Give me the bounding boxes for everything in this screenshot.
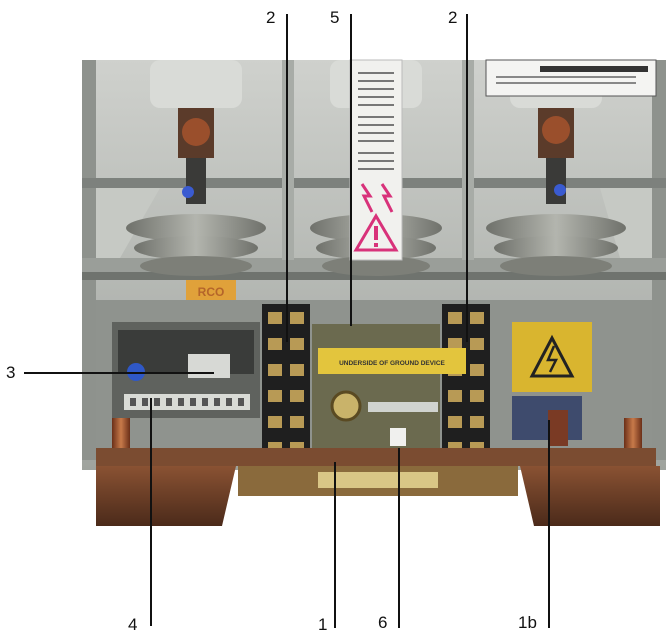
copper-contact-left [112,418,130,454]
auxiliary-contact-block [112,322,260,418]
orange-sticker-text: RCO [198,285,225,299]
rating-plate [485,59,657,97]
leader-line-5 [350,14,352,326]
callout-label-1b: 1b [518,613,537,632]
leader-line-1b [548,420,550,628]
yellow-tag-text: UNDERSIDE OF GROUND DEVICE [339,360,445,367]
operating-linkage-right [512,396,582,446]
leader-line-2-left [286,14,288,342]
leader-line-1 [334,462,336,628]
leader-line-3 [24,372,214,374]
leader-line-6 [398,448,400,628]
callout-label-4: 4 [128,615,138,634]
leader-line-4 [150,398,152,626]
vacuum-interrupter-pole-left [126,60,266,276]
leader-line-2-right [466,14,468,342]
warning-strip [349,59,403,261]
callout-label-2-left: 2 [266,8,276,27]
callout-label-3: 3 [6,363,16,382]
callout-label-6: 6 [378,613,388,632]
terminal-strip-left [262,304,310,466]
orange-sticker: RCO [186,280,236,302]
callout-label-1: 1 [318,615,328,634]
copper-contact-right [624,418,642,454]
base-frame [96,448,660,526]
callout-label-5: 5 [330,8,340,27]
high-voltage-warning-box [512,322,592,392]
callout-label-2-right: 2 [448,8,458,27]
